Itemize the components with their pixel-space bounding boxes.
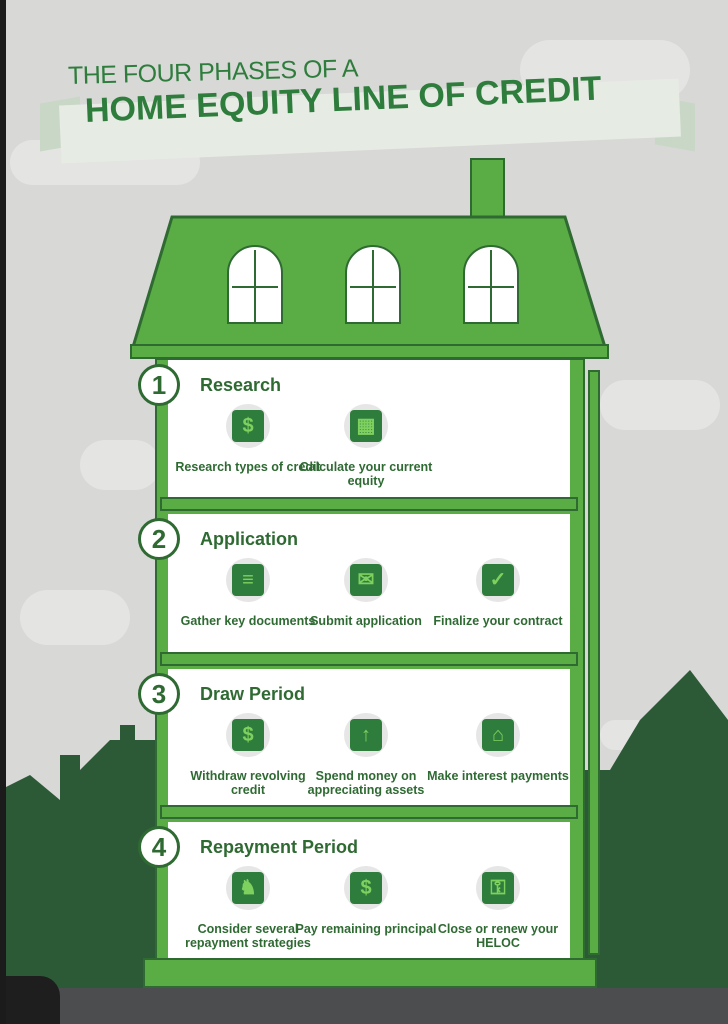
floor-divider: [160, 652, 578, 666]
phase-item-label: Consider several repayment strategies: [185, 922, 311, 950]
phase-item: $ Withdraw revolving credit: [173, 713, 323, 797]
phase-item-label: Calculate your current equity: [299, 460, 433, 488]
house-base: [143, 958, 597, 988]
phase-item-label: Finalize your contract: [433, 614, 563, 628]
phase-item-label: Research types of credit: [175, 460, 321, 474]
phase-item-label: Close or renew your HELOC: [437, 922, 559, 950]
corner-shape: [0, 976, 60, 1024]
floor-divider: [160, 805, 578, 819]
phase-item: ⌂ Make interest payments: [423, 713, 573, 783]
phase-item: ↑ Spend money on appreciating assets: [291, 713, 441, 797]
phase-number: 2: [138, 518, 180, 560]
phase-title: Application: [200, 529, 298, 549]
floor-divider: [160, 497, 578, 511]
cloud: [600, 380, 720, 430]
phase-number: 4: [138, 826, 180, 868]
left-edge: [0, 0, 6, 1024]
phase-item-label: Pay remaining principal: [295, 922, 437, 936]
ground: [0, 988, 728, 1024]
phase-item: ⚿ Close or renew your HELOC: [423, 866, 573, 950]
cloud: [20, 590, 130, 645]
phase-item: ✉ Submit application: [291, 558, 441, 628]
roof: [130, 215, 609, 359]
phase-item: ▦ Calculate your current equity: [291, 404, 441, 488]
phase-item-label: Withdraw revolving credit: [190, 769, 306, 797]
phase-item: $ Research types of credit: [173, 404, 323, 474]
award-badge-icon: ✓: [476, 558, 520, 602]
envelope-icon: ✉: [344, 558, 388, 602]
coin-stacks-icon: ↑: [344, 713, 388, 757]
phase-number: 1: [138, 364, 180, 406]
cash-icon: $: [226, 713, 270, 757]
cloud: [80, 440, 160, 490]
key-icon: ⚿: [476, 866, 520, 910]
window-icon: [227, 245, 519, 324]
phase-item-label: Gather key documents: [180, 614, 316, 628]
drain-pipe: [588, 370, 600, 955]
phase-number: 3: [138, 673, 180, 715]
phase-title: Draw Period: [200, 684, 306, 704]
calculator-icon: ▦: [344, 404, 388, 448]
phase-item: $ Pay remaining principal: [291, 866, 441, 936]
phase-item: ♞ Consider several repayment strategies: [173, 866, 323, 950]
dollar-arrow-icon: $: [226, 404, 270, 448]
phase-item: ≡ Gather key documents: [173, 558, 323, 628]
phase-item: ✓ Finalize your contract: [423, 558, 573, 628]
chess-knight-icon: ♞: [226, 866, 270, 910]
phase-item-label: Make interest payments: [427, 769, 569, 783]
phase-title: Research: [200, 375, 282, 395]
house-money-icon: ⌂: [476, 713, 520, 757]
chimney: [470, 158, 505, 220]
money-stack-icon: $: [344, 866, 388, 910]
phase-item-label: Submit application: [310, 614, 422, 628]
city-silhouette: [0, 670, 728, 990]
phase-title: Repayment Period: [200, 837, 359, 857]
document-icon: ≡: [226, 558, 270, 602]
phase-item-label: Spend money on appreciating assets: [307, 769, 425, 797]
